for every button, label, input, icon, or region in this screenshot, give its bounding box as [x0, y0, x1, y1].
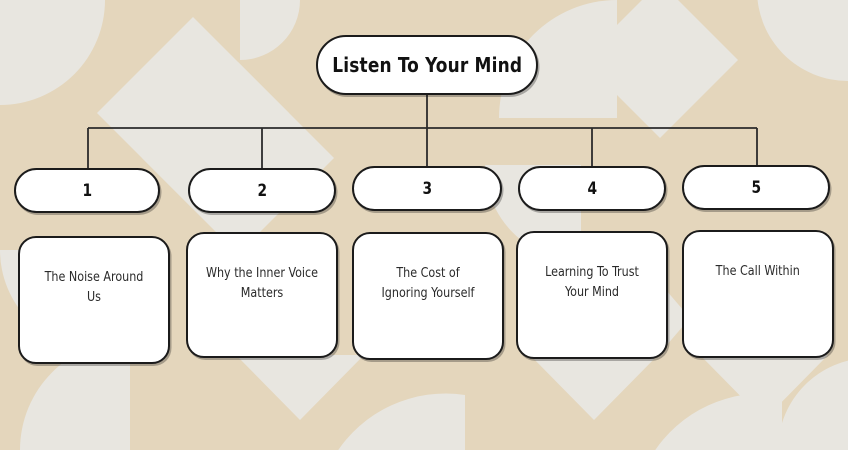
branch-card-label: Why the Inner Voice Matters: [205, 266, 319, 302]
branch-card-label: The Noise Around Us: [44, 270, 144, 306]
diagram-title-node[interactable]: Listen To Your Mind: [316, 35, 538, 95]
branch-number-4[interactable]: 4: [518, 166, 666, 211]
branch-number-3[interactable]: 3: [352, 166, 502, 211]
branch-card-label: Learning To Trust Your Mind: [545, 265, 639, 301]
branch-card-2[interactable]: Why the Inner Voice Matters: [186, 232, 338, 358]
branch-card-5[interactable]: The Call Within: [682, 230, 834, 358]
branch-card-3[interactable]: The Cost of Ignoring Yourself: [352, 232, 504, 360]
branch-number-1[interactable]: 1: [14, 168, 160, 213]
branch-number-5[interactable]: 5: [682, 165, 830, 210]
branch-card-label: The Call Within: [715, 264, 801, 279]
branch-card-1[interactable]: The Noise Around Us: [18, 236, 170, 364]
branch-number-label: 3: [422, 178, 432, 199]
branch-number-label: 4: [587, 178, 597, 199]
branch-number-label: 2: [257, 180, 267, 201]
page-title: Listen To Your Mind: [332, 53, 522, 77]
branch-number-2[interactable]: 2: [188, 168, 336, 213]
branch-card-label: The Cost of Ignoring Yourself: [381, 266, 475, 302]
branch-number-label: 5: [751, 177, 761, 198]
branch-card-4[interactable]: Learning To Trust Your Mind: [516, 231, 668, 359]
branch-number-label: 1: [82, 180, 92, 201]
